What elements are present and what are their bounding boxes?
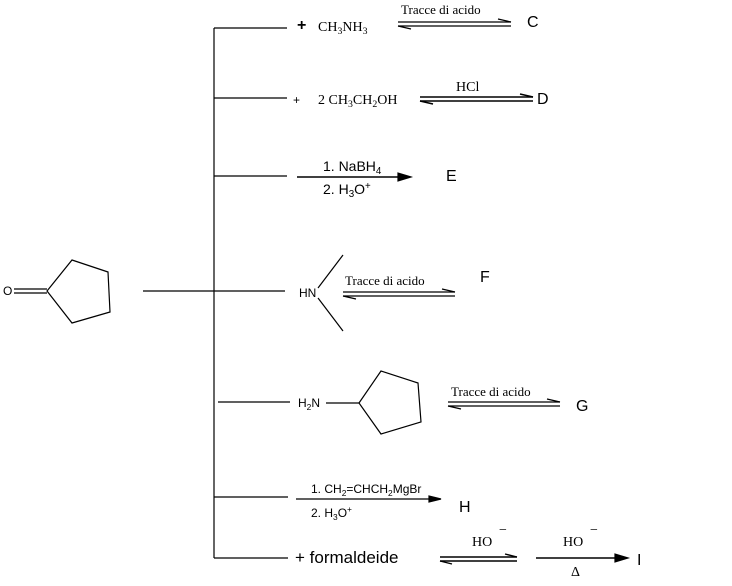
charge-label: − bbox=[590, 523, 598, 538]
plus-sign: + bbox=[293, 93, 301, 107]
amine-nh-label: HN bbox=[299, 286, 317, 300]
product-label-h: H bbox=[459, 499, 471, 516]
condition-label: HCl bbox=[456, 80, 480, 95]
dimethylamine-structure bbox=[317, 254, 344, 332]
product-label-c: C bbox=[527, 14, 539, 31]
product-label-f: F bbox=[480, 269, 490, 286]
plus-sign: + bbox=[297, 17, 307, 34]
product-label-d: D bbox=[537, 91, 549, 108]
step-1-label: 1. CH2=CHCH2MgBr bbox=[311, 482, 422, 498]
condition-label: Tracce di acido bbox=[401, 2, 481, 17]
reaction-arrow bbox=[296, 495, 442, 503]
step-1-label: 1. NaBH4 bbox=[323, 158, 382, 177]
equilibrium-arrow bbox=[447, 398, 561, 410]
cyclopentylamine-structure bbox=[326, 370, 422, 435]
equilibrium-arrow bbox=[439, 553, 518, 565]
reagent-ethanol: 2 CH3CH2OH bbox=[318, 93, 398, 110]
step-2-label: 2. H3O+ bbox=[311, 504, 352, 522]
amine-h2n-label: H2N bbox=[298, 396, 321, 412]
carbonyl-oxygen-label: O bbox=[3, 284, 13, 298]
product-label-g: G bbox=[576, 398, 589, 415]
condition-label: Tracce di acido bbox=[451, 384, 531, 399]
equilibrium-arrow bbox=[419, 93, 534, 105]
condition-label: HO bbox=[472, 535, 493, 550]
cyclopentanone-structure bbox=[14, 259, 111, 324]
heat-symbol: Δ bbox=[571, 565, 581, 580]
product-label-i: I bbox=[637, 552, 642, 569]
reaction-arrow bbox=[536, 553, 631, 563]
reagent-methylamine: CH3NH3 bbox=[318, 20, 368, 37]
condition-label: HO bbox=[563, 535, 584, 550]
step-2-label: 2. H3O+ bbox=[323, 181, 371, 200]
branch-lines bbox=[214, 27, 290, 559]
reaction-arrow bbox=[297, 172, 414, 182]
condition-label: Tracce di acido bbox=[345, 273, 425, 288]
equilibrium-arrow bbox=[342, 288, 456, 300]
product-label-e: E bbox=[446, 168, 457, 185]
reagent-formaldehyde: + formaldeide bbox=[295, 548, 399, 567]
equilibrium-arrow bbox=[397, 18, 512, 30]
charge-label: − bbox=[499, 523, 507, 538]
